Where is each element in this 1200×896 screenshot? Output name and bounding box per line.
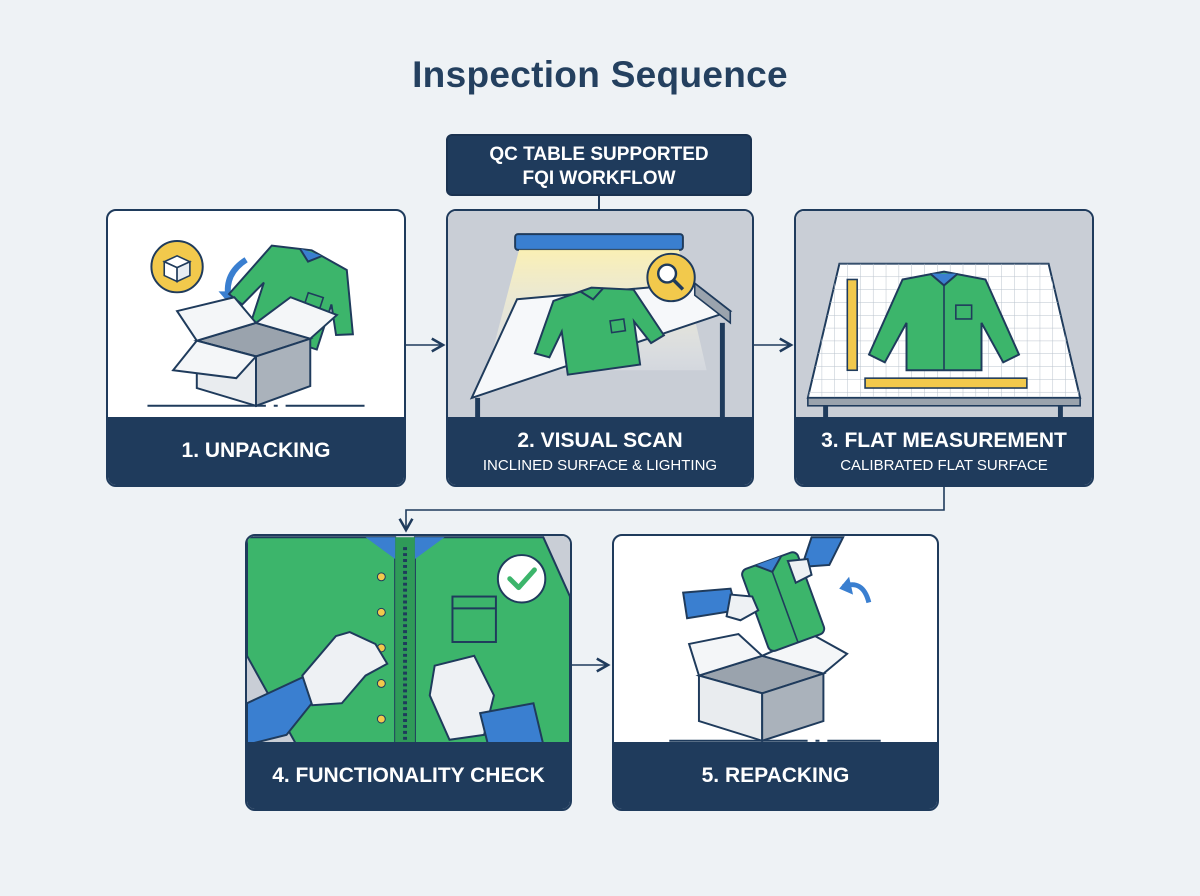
jacket-shape [867,270,1021,372]
workflow-label-line1: QC TABLE SUPPORTED [489,144,709,165]
step-footer: 2. VISUAL SCAN INCLINED SURFACE & LIGHTI… [448,417,752,485]
step-subtitle: INCLINED SURFACE & LIGHTING [482,457,718,474]
step-card-flat-measurement: 3. FLAT MEASUREMENT CALIBRATED FLAT SURF… [794,209,1094,487]
step-footer: 5. REPACKING [614,742,937,809]
step-card-unpacking: 1. UNPACKING [106,209,406,487]
repacking-illustration [614,536,937,746]
curved-arrow-icon [839,576,872,604]
flat-measurement-illustration [796,211,1092,421]
unpacking-illustration [108,211,404,421]
functionality-check-illustration [247,536,570,746]
step-card-repacking: 5. REPACKING [612,534,939,811]
page-title: Inspection Sequence [412,54,788,95]
jacket-shape [533,286,666,376]
step-title: 2. VISUAL SCAN [517,429,683,452]
hand-right [428,654,545,746]
magnifier-icon [646,252,696,303]
hand-left [247,631,389,746]
step-footer: 4. FUNCTIONALITY CHECK [247,742,570,809]
step-title: 4. FUNCTIONALITY CHECK [272,764,545,787]
open-box-icon [150,240,204,294]
step-footer: 1. UNPACKING [108,417,404,485]
step-subtitle: CALIBRATED FLAT SURFACE [840,457,1048,474]
cardboard-box [687,632,849,743]
step-card-visual-scan: 2. VISUAL SCAN INCLINED SURFACE & LIGHTI… [446,209,754,487]
step-card-functionality-check: 4. FUNCTIONALITY CHECK [245,534,572,811]
ruler-icon [846,278,1028,389]
workflow-label: QC TABLE SUPPORTED FQI WORKFLOW [446,134,752,196]
cardboard-box [171,296,339,408]
step-title: 3. FLAT MEASUREMENT [821,429,1067,452]
arrow-3-to-4 [398,487,945,533]
visual-scan-illustration [448,211,752,421]
checkmark-icon [496,554,547,604]
buttons [376,572,386,724]
step-footer: 3. FLAT MEASUREMENT CALIBRATED FLAT SURF… [796,417,1092,485]
workflow-label-line2: FQI WORKFLOW [522,168,676,189]
workflow-label-stem [598,196,600,210]
step-title: 1. UNPACKING [181,439,331,462]
step-title: 5. REPACKING [701,764,850,787]
